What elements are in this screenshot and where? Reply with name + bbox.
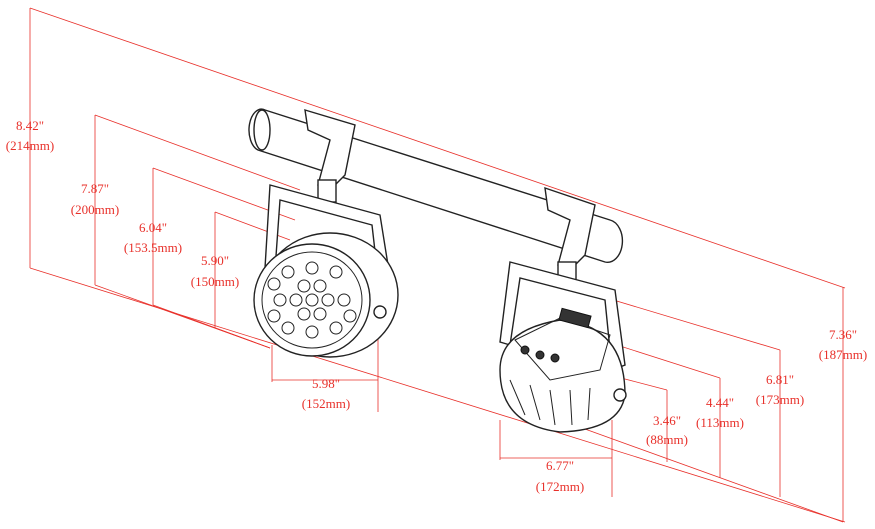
rear-depth-a-inch: 3.46"	[653, 413, 681, 428]
rear-fixture	[499, 186, 627, 433]
overall-height-inch: 8.42"	[16, 118, 44, 133]
rear-depth-b-mm: (113mm)	[696, 415, 744, 430]
dimension-labels: 8.42" (214mm) 7.87" (200mm) 6.04" (153.5…	[6, 118, 867, 494]
rear-height-b-mm: (187mm)	[819, 347, 867, 362]
rear-depth-b-inch: 4.44"	[706, 395, 734, 410]
rear-width-inch: 6.77"	[546, 458, 574, 473]
lens-diameter-inch: 5.90"	[201, 253, 229, 268]
front-depth-inch: 5.98"	[312, 376, 340, 391]
led-array	[267, 261, 357, 339]
rear-width-mm: (172mm)	[536, 479, 584, 494]
rear-height-a-inch: 6.81"	[766, 372, 794, 387]
height-to-lens-inch: 7.87"	[81, 181, 109, 196]
height-to-lens-mm: (200mm)	[71, 202, 119, 217]
front-depth-mm: (152mm)	[302, 396, 350, 411]
front-fixture	[253, 109, 399, 358]
bracket-height-mm: (153.5mm)	[124, 240, 182, 255]
rear-height-b-inch: 7.36"	[829, 327, 857, 342]
bracket-height-inch: 6.04"	[139, 220, 167, 235]
dimension-lines	[29, 7, 846, 523]
rear-depth-a-mm: (88mm)	[646, 432, 688, 447]
overall-height-mm: (214mm)	[6, 138, 54, 153]
lens-diameter-mm: (150mm)	[191, 274, 239, 289]
rear-height-a-mm: (173mm)	[756, 392, 804, 407]
